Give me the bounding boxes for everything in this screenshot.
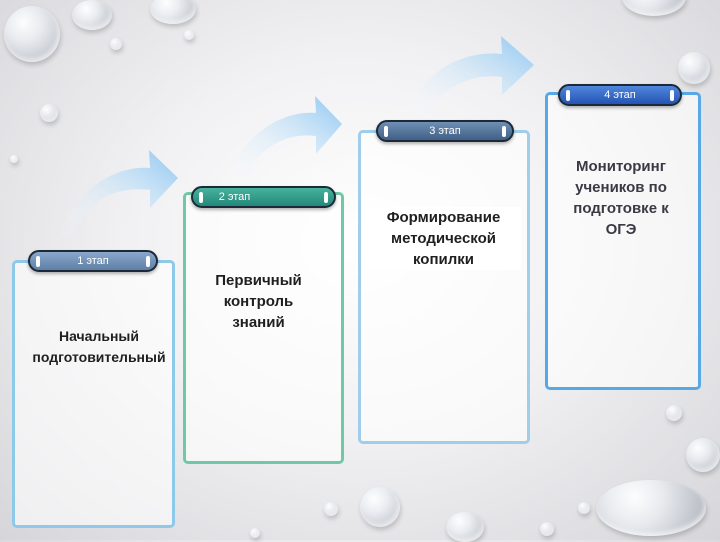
water-drop xyxy=(250,528,260,538)
stage-2-badge-text: 2 этап xyxy=(218,191,251,203)
water-drop xyxy=(150,0,196,24)
stage-4-text: Мониторинг учеников по подготовке к ОГЭ xyxy=(573,158,669,238)
stage-4-card xyxy=(545,92,701,390)
stage-1-badge-text: 1 этап xyxy=(77,255,109,267)
stage-2-text: Первичный контроль знаний xyxy=(215,272,302,331)
stage-3-card xyxy=(358,130,530,444)
water-drop xyxy=(324,502,338,516)
water-drop xyxy=(40,104,58,122)
water-drop xyxy=(446,512,484,542)
stage-1-card xyxy=(12,260,175,528)
water-drop xyxy=(596,480,706,536)
water-drop xyxy=(184,30,194,40)
stage-1-badge: 1 этап xyxy=(28,250,158,272)
stage-3-badge: 3 этап xyxy=(376,120,514,142)
stage-3-text: Формирование методической копилки xyxy=(366,207,521,270)
water-drop xyxy=(678,52,710,84)
water-drop xyxy=(110,38,122,50)
stage-4-badge: 4 этап xyxy=(558,84,682,106)
water-drop xyxy=(72,0,112,30)
water-drop xyxy=(622,0,686,16)
water-drop xyxy=(10,155,18,163)
stage-4-badge-text: 4 этап xyxy=(604,89,636,101)
water-drop xyxy=(540,522,554,536)
water-drop xyxy=(4,6,60,62)
arrow-1-to-2 xyxy=(60,150,178,240)
stage-3-badge-text: 3 этап xyxy=(429,125,461,137)
arrow-3-to-4 xyxy=(408,36,534,118)
stage-2-badge: 2 этап xyxy=(191,186,336,208)
water-drop xyxy=(578,502,590,514)
water-drop xyxy=(666,405,682,421)
water-drop xyxy=(686,438,720,472)
arrow-2-to-3 xyxy=(228,96,342,184)
stage-1-text: Начальный подготовительный xyxy=(32,328,166,365)
water-drop xyxy=(360,487,400,527)
